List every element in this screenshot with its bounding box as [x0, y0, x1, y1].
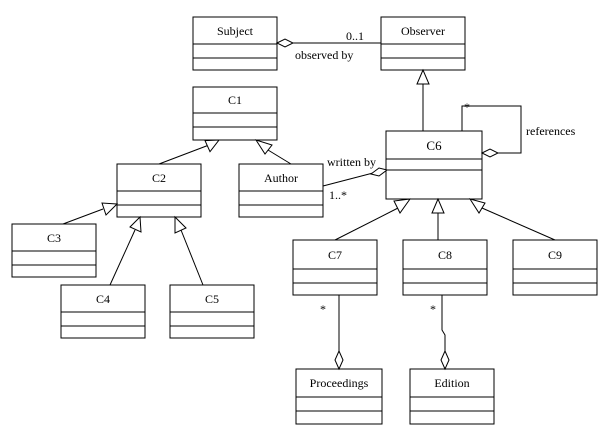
class-observer[interactable]: Observer: [380, 16, 466, 71]
generalization-arrow-c3-c2: [101, 202, 119, 216]
label-written-by: written by: [327, 155, 376, 169]
class-name-c8: C8: [438, 248, 452, 262]
class-c4[interactable]: C4: [60, 284, 146, 339]
class-c5[interactable]: C5: [169, 284, 255, 339]
class-name-author: Author: [264, 171, 298, 185]
class-name-c6: C6: [426, 138, 442, 153]
generalization-arrow-observer: [416, 68, 430, 85]
class-name-observer: Observer: [401, 24, 445, 38]
gen-c5-c2: [174, 215, 204, 286]
class-c8[interactable]: C8: [402, 239, 488, 296]
gen-c2-c1: [158, 139, 221, 165]
label-written-by-multiplicity: 1..*: [329, 188, 347, 202]
class-name-c3: C3: [47, 231, 61, 245]
generalization-arrow-author-c1: [254, 139, 273, 155]
generalization-arrow-c2-c1: [204, 139, 221, 153]
class-proceedings[interactable]: Proceedings: [295, 368, 383, 425]
assoc-written-by: [322, 167, 389, 187]
gen-c4-c2: [109, 215, 142, 286]
class-edition[interactable]: Edition: [409, 368, 495, 425]
aggregation-diamond-edition: [440, 349, 450, 371]
aggregation-diamond-c6-self: [480, 148, 500, 158]
assoc-references: [461, 105, 522, 158]
class-name-c4: C4: [96, 292, 110, 306]
label-references-multiplicity: *: [464, 100, 470, 114]
class-name-c1: C1: [228, 93, 242, 107]
class-name-edition: Edition: [434, 376, 469, 390]
label-observed-by-multiplicity: 0..1: [346, 29, 364, 43]
class-author[interactable]: Author: [238, 163, 324, 218]
class-c2[interactable]: C2: [116, 163, 202, 218]
class-c9[interactable]: C9: [512, 239, 598, 296]
gen-author-c1: [254, 139, 292, 165]
label-c7-multiplicity: *: [320, 302, 326, 316]
class-c7[interactable]: C7: [292, 239, 378, 296]
generalization-arrow-c9-c6: [468, 198, 486, 214]
generalization-arrow-c5-c2: [174, 215, 187, 234]
generalization-arrow-c8-c6: [431, 197, 445, 214]
label-references: references: [526, 124, 576, 138]
class-name-subject: Subject: [217, 24, 254, 38]
class-c6[interactable]: C6: [385, 130, 483, 200]
aggregation-diamond-subject: [275, 38, 295, 48]
assoc-c7-proceedings: [334, 295, 344, 371]
gen-c7-c6: [334, 198, 412, 241]
aggregation-diamond-c6-author: [369, 167, 389, 177]
gen-c3-c2: [62, 202, 119, 225]
class-name-c5: C5: [205, 292, 219, 306]
generalization-arrow-c4-c2: [129, 215, 142, 233]
assoc-observed-by: [275, 38, 381, 48]
label-observed-by: observed by: [295, 48, 353, 62]
aggregation-diamond-proceedings: [334, 349, 344, 371]
generalization-arrow-c7-c6: [393, 198, 412, 214]
class-name-c9: C9: [548, 248, 562, 262]
class-c3[interactable]: C3: [11, 223, 97, 278]
assoc-c8-edition: [440, 295, 450, 371]
gen-c9-c6: [468, 198, 556, 241]
label-c8-multiplicity: *: [430, 302, 436, 316]
class-name-proceedings: Proceedings: [310, 376, 369, 390]
class-name-c2: C2: [152, 171, 166, 185]
class-c1[interactable]: C1: [192, 86, 278, 141]
class-subject[interactable]: Subject: [192, 16, 278, 71]
gen-c8-c6: [431, 197, 445, 240]
gen-c6-observer: [416, 68, 430, 131]
class-name-c7: C7: [328, 248, 342, 262]
